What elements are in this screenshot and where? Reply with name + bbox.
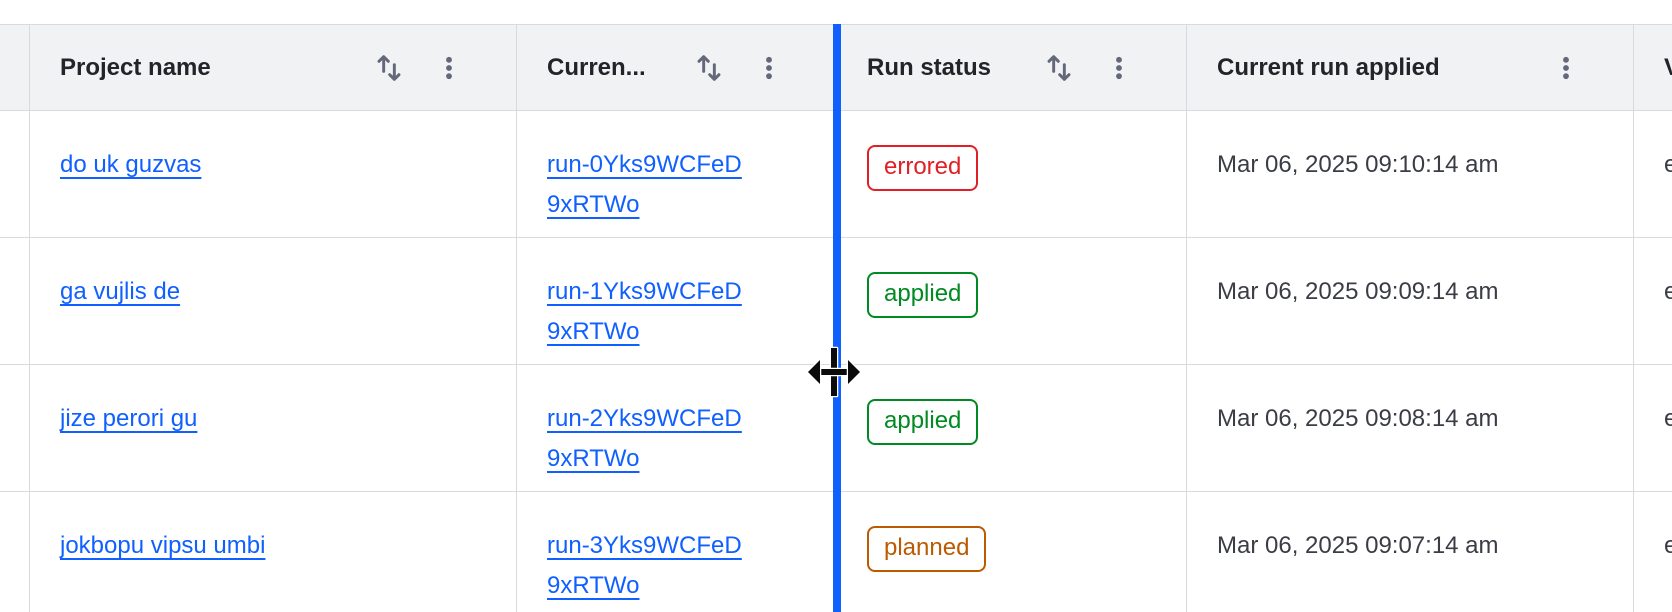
column-label: Run status [867, 53, 992, 81]
column-label: Project name [60, 53, 211, 81]
truncated-value: e [1664, 278, 1672, 305]
select-cell [0, 365, 30, 491]
status-badge: applied [867, 399, 979, 445]
select-cell [0, 111, 30, 237]
run-status-cell: applied [837, 238, 1187, 364]
column-header-current-run-applied: Current run applied [1187, 25, 1634, 110]
current-run-applied-cell: Mar 06, 2025 09:07:14 am [1187, 492, 1634, 612]
select-cell [0, 492, 30, 612]
sort-button[interactable] [692, 51, 726, 85]
status-badge: applied [867, 272, 979, 318]
column-menu-button[interactable] [752, 51, 786, 85]
kebab-menu-icon [766, 56, 772, 79]
truncated-cell: e [1634, 111, 1672, 237]
column-header-truncated: V [1634, 25, 1672, 110]
applied-timestamp: Mar 06, 2025 09:08:14 am [1217, 405, 1499, 432]
column-label: Curren... [547, 53, 646, 81]
sort-button[interactable] [372, 51, 406, 85]
run-status-cell: applied [837, 365, 1187, 491]
sort-arrows-icon [1047, 54, 1071, 81]
kebab-menu-icon [1563, 56, 1569, 79]
applied-timestamp: Mar 06, 2025 09:09:14 am [1217, 278, 1499, 305]
truncated-value: e [1664, 151, 1672, 178]
current-run-applied-cell: Mar 06, 2025 09:09:14 am [1187, 238, 1634, 364]
project-name-cell: jokbopu vipsu umbi [30, 492, 517, 612]
status-badge: errored [867, 145, 979, 191]
sort-button[interactable] [1042, 51, 1076, 85]
column-header-current-run: Curren... [517, 25, 837, 110]
column-menu-button[interactable] [1102, 51, 1136, 85]
current-run-applied-cell: Mar 06, 2025 09:08:14 am [1187, 365, 1634, 491]
sort-arrows-icon [697, 54, 721, 81]
select-column-header [0, 25, 30, 110]
project-name-cell: ga vujlis de [30, 238, 517, 364]
column-label: Current run applied [1217, 53, 1440, 81]
project-link[interactable]: do uk guzvas [60, 151, 202, 178]
column-menu-button[interactable] [432, 51, 466, 85]
run-status-cell: planned [837, 492, 1187, 612]
column-header-run-status: Run status [837, 25, 1187, 110]
run-status-cell: errored [837, 111, 1187, 237]
column-label: V [1664, 48, 1672, 88]
project-link[interactable]: ga vujlis de [60, 278, 181, 305]
project-name-cell: do uk guzvas [30, 111, 517, 237]
truncated-cell: e [1634, 492, 1672, 612]
project-link[interactable]: jize perori gu [60, 405, 198, 432]
truncated-value: e [1664, 405, 1672, 432]
status-badge: planned [867, 526, 987, 572]
truncated-cell: e [1634, 365, 1672, 491]
current-run-applied-cell: Mar 06, 2025 09:10:14 am [1187, 111, 1634, 237]
kebab-menu-icon [1116, 56, 1122, 79]
kebab-menu-icon [446, 56, 452, 79]
select-cell [0, 238, 30, 364]
column-menu-button[interactable] [1549, 51, 1583, 85]
column-resize-indicator[interactable] [833, 24, 841, 612]
truncated-cell: e [1634, 238, 1672, 364]
column-header-project-name: Project name [30, 25, 517, 110]
project-link[interactable]: jokbopu vipsu umbi [60, 532, 266, 559]
truncated-value: e [1664, 532, 1672, 559]
applied-timestamp: Mar 06, 2025 09:07:14 am [1217, 532, 1499, 559]
applied-timestamp: Mar 06, 2025 09:10:14 am [1217, 151, 1499, 178]
sort-arrows-icon [377, 54, 401, 81]
project-name-cell: jize perori gu [30, 365, 517, 491]
